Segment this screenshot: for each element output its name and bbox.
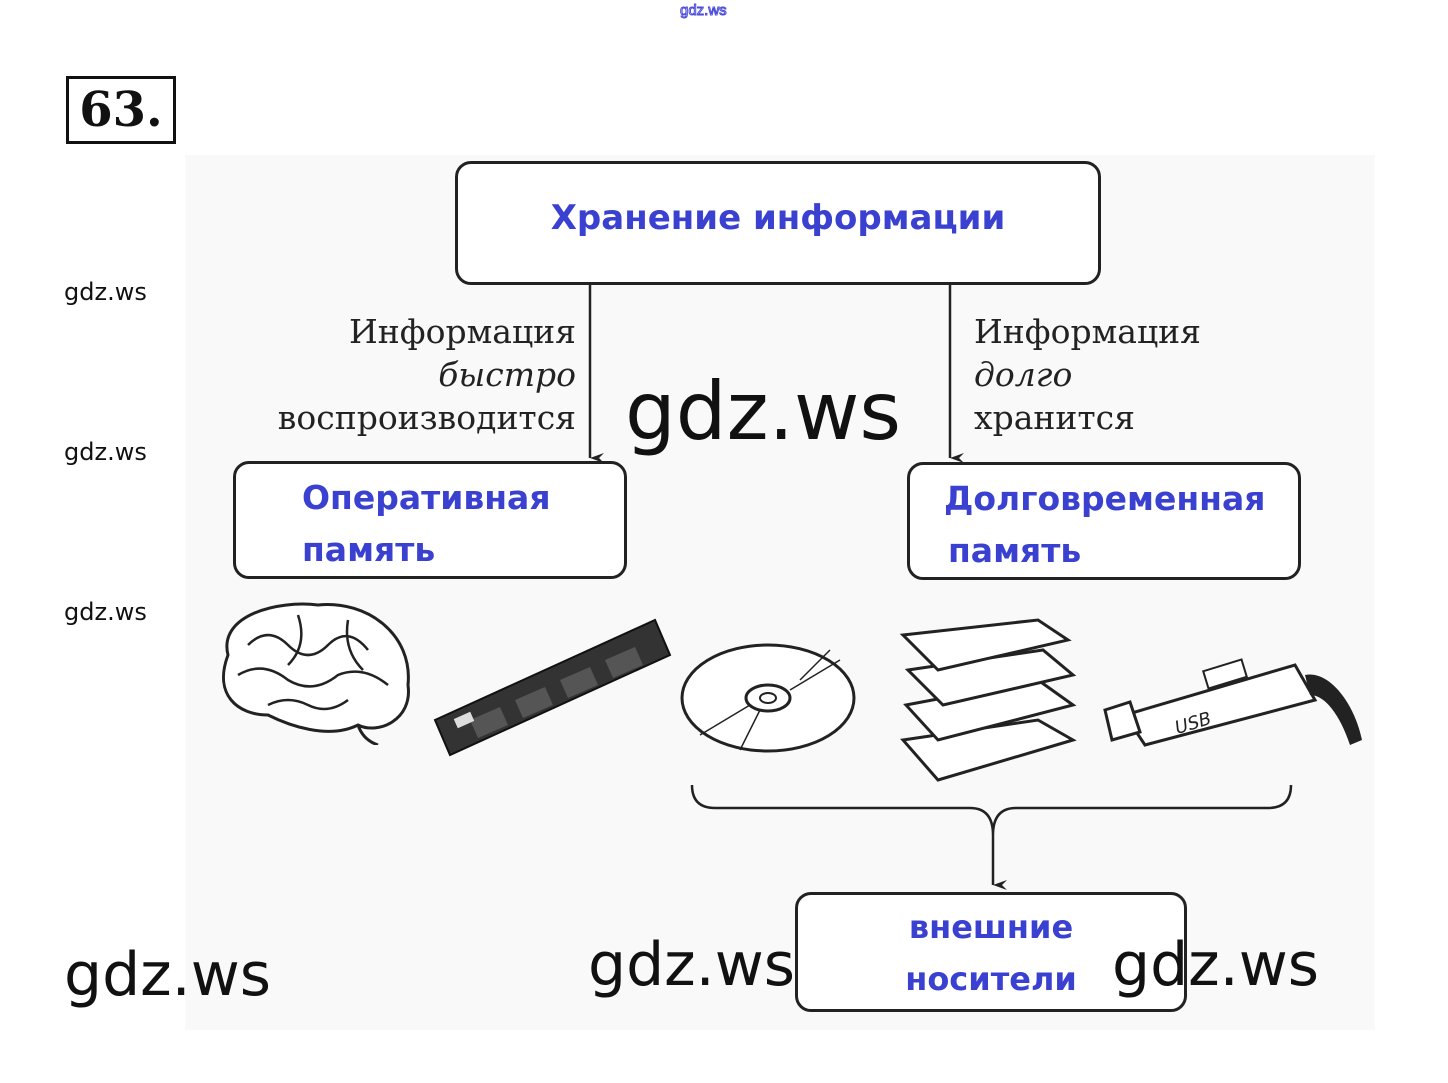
right-label-line: долго bbox=[974, 355, 1073, 394]
watermark: gdz.ws bbox=[64, 940, 272, 1010]
cd-disc-icon bbox=[680, 643, 856, 753]
external-box-line: внешние bbox=[908, 908, 1074, 946]
left-label-line: быстро bbox=[438, 355, 576, 394]
external-media-box: внешние носители bbox=[795, 892, 1187, 1012]
usb-drive-icon: USB bbox=[1103, 658, 1362, 747]
long-term-box-line: память bbox=[948, 531, 1082, 570]
root-title: Хранение информации bbox=[550, 198, 1006, 238]
watermark: gdz.ws bbox=[1112, 930, 1320, 1000]
watermark: gdz.ws bbox=[64, 598, 147, 626]
ram-box: Оперативная память bbox=[233, 461, 627, 579]
watermark: gdz.ws bbox=[680, 2, 728, 20]
task-number: 63. bbox=[66, 76, 176, 144]
watermark: gdz.ws bbox=[625, 365, 902, 458]
root-box: Хранение информации bbox=[455, 161, 1101, 285]
watermark: gdz.ws bbox=[588, 930, 796, 1000]
long-term-box-line: Долговременная bbox=[944, 479, 1266, 518]
long-term-box: Долговременная память bbox=[907, 462, 1301, 580]
left-label-line: Информация bbox=[349, 312, 576, 351]
brain-icon bbox=[222, 602, 410, 745]
books-icon bbox=[899, 618, 1077, 782]
brace bbox=[690, 784, 1293, 836]
watermark: gdz.ws bbox=[64, 278, 147, 306]
right-label-line: Информация bbox=[974, 312, 1201, 351]
ram-module-icon bbox=[433, 618, 672, 757]
external-box-line: носители bbox=[905, 960, 1077, 998]
right-label: Информация долго хранится bbox=[974, 310, 1201, 439]
watermark: gdz.ws bbox=[64, 438, 147, 466]
diagram-background bbox=[185, 155, 1375, 1030]
left-label-line: воспроизводится bbox=[277, 398, 576, 437]
ram-box-line: Оперативная bbox=[302, 478, 551, 517]
right-label-line: хранится bbox=[974, 398, 1135, 437]
left-label: Информация быстро воспроизводится bbox=[240, 310, 576, 439]
ram-box-line: память bbox=[302, 530, 436, 569]
